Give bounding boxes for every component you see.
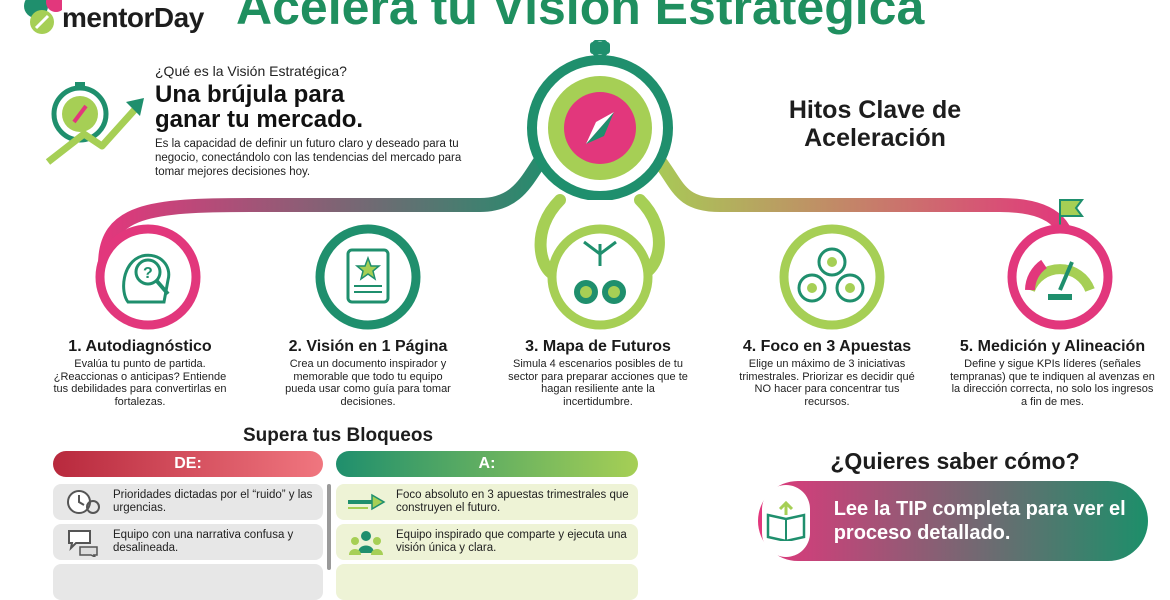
step-description: Elige un máximo de 3 iniciativas trimest… [739, 358, 915, 408]
compass-growth-icon [45, 82, 144, 165]
step-description: Evalúa tu punto de partida. ¿Reaccionas … [53, 358, 227, 408]
step-1: 1. Autodiagnóstico Evalúa tu punto de pa… [40, 338, 240, 408]
cta-question: ¿Quieres saber cómo? [830, 448, 1080, 474]
from-row: Equipo con una narrativa confusa y desal… [53, 524, 323, 560]
book-download-icon [762, 485, 810, 557]
from-text: Prioridades dictadas por el “ruido” y la… [113, 489, 313, 514]
clock-gear-icon [53, 487, 113, 517]
intro-headline: Una brújula para ganar tu mercado. [155, 81, 364, 133]
step-description: Simula 4 escenarios posibles de tu secto… [508, 358, 688, 408]
team-icon [336, 527, 396, 557]
step-5-badge [1007, 199, 1113, 330]
step-4: 4. Foco en 3 Apuestas Elige un máximo de… [727, 338, 927, 408]
compass-icon [527, 40, 673, 200]
logo-icon [24, 0, 66, 34]
divider [327, 484, 331, 570]
chat-icon [53, 527, 113, 557]
mentorday-logo [22, 0, 66, 45]
to-row [336, 564, 638, 600]
blockers-title: Supera tus Bloqueos [243, 425, 434, 446]
to-row: Foco absoluto en 3 apuestas trimestrales… [336, 484, 638, 520]
step-title: 2. Visión en 1 Página [288, 338, 448, 355]
svg-text:?: ? [143, 265, 153, 282]
step-4-badge [779, 224, 885, 330]
to-row: Equipo inspirado que comparte y ejecuta … [336, 524, 638, 560]
intro-body: Es la capacidad de definir un futuro cla… [155, 138, 462, 178]
step-3-badge [547, 224, 653, 330]
from-row: Prioridades dictadas por el “ruido” y la… [53, 484, 323, 520]
from-text: Equipo con una narrativa confusa y desal… [113, 529, 294, 554]
page-title: Acelera tu Visión Estratégica [236, 0, 925, 35]
step-description: Define y sigue KPIs líderes (señales tem… [950, 358, 1155, 408]
to-text: Foco absoluto en 3 apuestas trimestrales… [396, 489, 629, 514]
step-5: 5. Medición y Alineación Define y sigue … [945, 338, 1160, 408]
step-1-badge: ? [95, 224, 201, 330]
intro-question: ¿Qué es la Visión Estratégica? [155, 63, 347, 79]
arrow-right-icon [336, 492, 396, 512]
step-2-badge [315, 224, 421, 330]
step-description: Crea un documento inspirador y memorable… [285, 358, 451, 408]
to-text: Equipo inspirado que comparte y ejecuta … [396, 529, 627, 554]
from-header: DE: [53, 451, 323, 477]
step-2: 2. Visión en 1 Página Crea un documento … [268, 338, 468, 408]
step-title: 1. Autodiagnóstico [68, 338, 212, 355]
step-title: 4. Foco en 3 Apuestas [742, 338, 912, 355]
brand-name: mentorDay [62, 2, 204, 33]
to-header: A: [336, 451, 638, 477]
cta-button-label: Lee la TIP completa para ver el proceso … [833, 498, 1126, 544]
from-row [53, 564, 323, 600]
milestones-title: Hitos Clave de Aceleración [788, 96, 962, 152]
read-tip-button[interactable]: Lee la TIP completa para ver el proceso … [758, 481, 1148, 561]
step-3: 3. Mapa de Futuros Simula 4 escenarios p… [498, 338, 698, 408]
step-title: 3. Mapa de Futuros [525, 338, 671, 355]
step-title: 5. Medición y Alineación [959, 338, 1146, 355]
